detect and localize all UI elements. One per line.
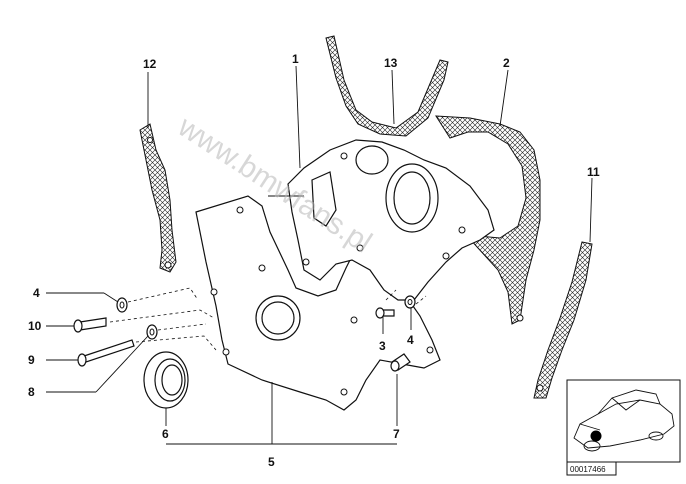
callout-3: 3 (379, 339, 386, 353)
car-outline-icon (573, 389, 675, 452)
upper-timing-cover (268, 139, 495, 301)
callout-11: 10 (28, 319, 42, 333)
callout-7: 7 (393, 427, 400, 441)
shaft-seal (143, 351, 189, 409)
callout-13: 8 (28, 385, 35, 399)
location-marker-icon (590, 430, 602, 442)
callout-12: 9 (28, 353, 35, 367)
seal-ring (146, 324, 158, 340)
callout-2: 2 (503, 56, 510, 70)
callout-5: 5 (268, 455, 275, 469)
dowel-sleeve (390, 353, 411, 372)
vehicle-location-inset: 00017466 (566, 379, 681, 476)
gasket-right-large (435, 115, 541, 325)
washer-left (116, 297, 128, 313)
gasket-strip-right (533, 241, 593, 399)
gasket-top (325, 35, 449, 137)
bolt-long-left (77, 339, 135, 367)
callout-1: 1 (292, 52, 299, 66)
callout-9: 11 (587, 165, 600, 179)
callout-10: 13 (384, 56, 398, 70)
callout-4-center: 4 (407, 333, 414, 347)
callout-8: 12 (143, 57, 157, 71)
gasket-strip-left (139, 123, 177, 273)
callout-6: 6 (162, 427, 169, 441)
callout-4-left: 4 (33, 286, 40, 300)
assembly-lines (109, 287, 427, 351)
lower-timing-cover (195, 195, 441, 411)
leader-lines (46, 65, 593, 445)
inset-ref-number: 00017466 (570, 465, 606, 474)
washer-center (404, 295, 416, 309)
bolt-short-center (375, 307, 395, 319)
bolt-short-left (73, 317, 107, 333)
